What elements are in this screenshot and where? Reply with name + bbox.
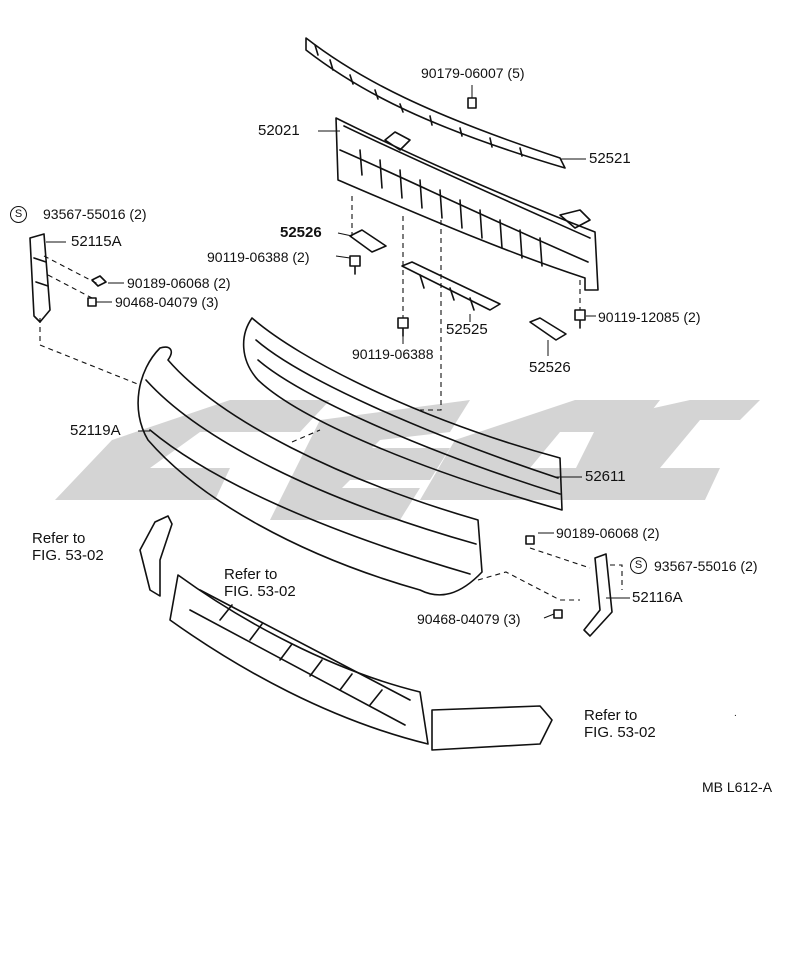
retainer-52116A — [583, 553, 613, 637]
svg-text:.: . — [734, 708, 737, 719]
label-90119-06388-a: 90119-06388 (2) — [207, 249, 310, 265]
lower-spoiler-right — [431, 705, 553, 751]
reinforcement-52021 — [335, 117, 599, 291]
label-52611: 52611 — [585, 468, 626, 485]
ref-right-line1: Refer to — [584, 707, 638, 724]
spacer-52526-top — [349, 229, 387, 253]
spacer-52526-bottom — [529, 317, 567, 341]
label-52115A: 52115A — [71, 233, 122, 250]
label-93567-55016-right: 93567-55016 (2) — [654, 558, 758, 574]
label-90119-12085: 90119-12085 (2) — [598, 309, 701, 325]
bolt-icon — [349, 97, 586, 337]
label-52119A: 52119A — [70, 422, 121, 439]
clip-icon — [87, 275, 563, 619]
label-90189-06068-left: 90189-06068 (2) — [127, 275, 231, 291]
label-52021: 52021 — [258, 122, 300, 139]
ref-left-line1: Refer to — [32, 530, 86, 547]
dashed-leaders — [39, 196, 623, 601]
ref-right-line2: FIG. 53-02 — [584, 724, 656, 741]
label-93567-55016-left: 93567-55016 (2) — [43, 206, 147, 222]
ref-center-line2: FIG. 53-02 — [224, 583, 296, 600]
bumper-cover-52119A — [137, 346, 483, 596]
ref-left-line2: FIG. 53-02 — [32, 547, 104, 564]
label-52526-top: 52526 — [280, 224, 322, 241]
label-90179-06007: 90179-06007 (5) — [421, 65, 525, 81]
ref-center-line1: Refer to — [224, 566, 278, 583]
label-52525: 52525 — [446, 321, 488, 338]
bracket-52525 — [401, 261, 501, 311]
label-90189-06068-right: 90189-06068 (2) — [556, 525, 660, 541]
label-leaders — [46, 85, 630, 619]
label-52116A: 52116A — [632, 589, 683, 606]
symbol-s-icon: S — [630, 557, 647, 574]
label-52521: 52521 — [589, 150, 631, 167]
diagram-code: MB L612-A — [702, 779, 773, 795]
label-90468-04079-left: 90468-04079 (3) — [115, 294, 219, 310]
retainer-52115A — [29, 233, 51, 323]
label-90468-04079-right: 90468-04079 (3) — [417, 611, 521, 627]
energy-absorber-52611 — [242, 317, 563, 511]
label-52526-bottom: 52526 — [529, 359, 571, 376]
side-bracket-left — [139, 515, 173, 597]
lower-grille — [169, 574, 429, 745]
label-90119-06388-b: 90119-06388 — [352, 346, 434, 362]
symbol-s-icon: S — [10, 206, 27, 223]
retainer-strip-52521 — [305, 37, 566, 169]
